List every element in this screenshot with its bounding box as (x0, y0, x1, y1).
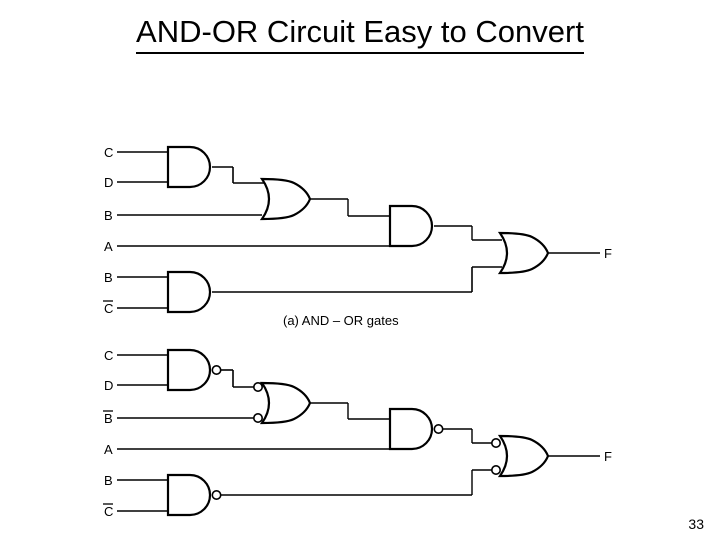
input-label-c1: C (104, 145, 113, 160)
or-gate-1[interactable] (260, 177, 312, 221)
bubble-or1-in1 (253, 381, 264, 392)
input-label-b2-b: B (104, 473, 113, 488)
input-label-d1-b: D (104, 378, 113, 393)
input-label-d1: D (104, 175, 113, 190)
output-label-b: F (604, 449, 612, 464)
bubble-nand1-out (211, 364, 222, 375)
input-label-c1-b: C (104, 348, 113, 363)
input-label-a1-b: A (104, 442, 113, 457)
nand-gate-3[interactable] (166, 473, 212, 517)
or-gate-2-nand[interactable] (498, 434, 550, 478)
page-number: 33 (688, 516, 704, 532)
circuit-nand: C D B A B C (103, 348, 612, 519)
or-gate-1-nand[interactable] (260, 381, 312, 425)
bubble-or1-in2 (253, 412, 264, 423)
page-title: AND-OR Circuit Easy to Convert (0, 14, 720, 54)
or-gate-2[interactable] (498, 231, 550, 275)
input-labels-a: C D B A B C (103, 145, 113, 316)
input-labels-b: C D B A B C (103, 348, 113, 519)
input-label-cbar-b: C (104, 504, 113, 519)
wire-nand2-to-or2 (443, 428, 494, 444)
wire-and1-to-or1 (212, 166, 264, 184)
wire-nand3-to-or2 (221, 469, 494, 496)
nand-gate-2[interactable] (388, 407, 434, 451)
bubble-or2-in1 (490, 437, 501, 448)
wire-and2-to-or2 (434, 225, 502, 241)
input-wires-a (117, 151, 390, 309)
wire-or1-to-and2 (310, 198, 390, 217)
bubble-nand2-out (433, 423, 444, 434)
input-wires-b (117, 354, 390, 512)
nand-gate-1[interactable] (166, 348, 212, 392)
and-gate-3[interactable] (166, 270, 212, 314)
page-title-text: AND-OR Circuit Easy to Convert (136, 14, 584, 54)
circuit-and-or: C D B A B C (103, 145, 612, 316)
figure-caption-a: (a) AND – OR gates (283, 313, 399, 328)
bubble-or2-in2 (490, 464, 501, 475)
and-gate-1[interactable] (166, 145, 212, 189)
input-label-b1: B (104, 208, 113, 223)
output-label-a: F (604, 246, 612, 261)
input-label-bbar-b: B (104, 411, 113, 426)
bubble-nand3-out (211, 489, 222, 500)
input-label-cbar1: C (104, 301, 113, 316)
wire-nand1-to-or1 (221, 369, 254, 388)
wire-and3-to-or2 (212, 266, 502, 293)
and-gate-2[interactable] (388, 204, 434, 248)
wire-or1-to-nand2 (310, 402, 390, 420)
input-label-b2: B (104, 270, 113, 285)
input-label-a1: A (104, 239, 113, 254)
